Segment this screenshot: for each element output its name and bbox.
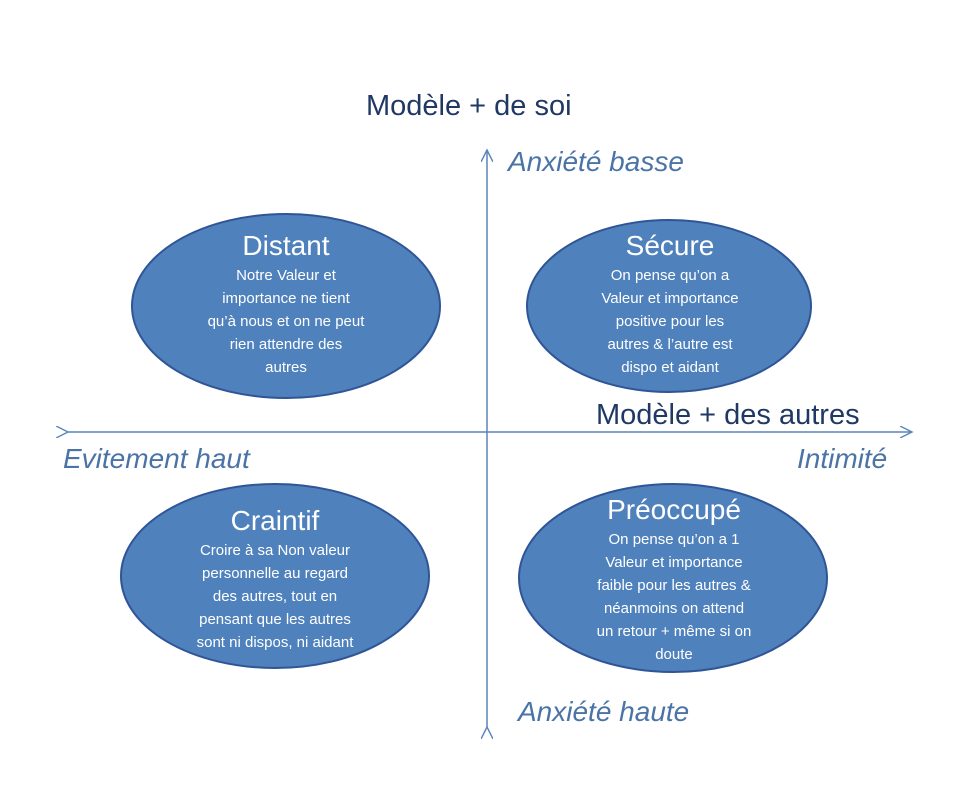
- ellipse-secure: [526, 219, 812, 393]
- quadrant-preoccupe: Préoccupé On pense qu’on a 1 Valeur et i…: [552, 494, 796, 666]
- quadrant-title: Craintif: [230, 505, 320, 536]
- description-line: positive pour les: [615, 313, 725, 330]
- description-line: Valeur et importance: [605, 554, 743, 571]
- quadrant-description: Croire à sa Non valeur personnelle au re…: [197, 539, 354, 654]
- quadrant-description: Notre Valeur et importance ne tient qu’à…: [208, 264, 365, 379]
- description-line: un retour + même si on: [596, 623, 752, 640]
- description-line: autres & l’autre est: [607, 336, 733, 353]
- axis-label-intimacy: Intimité: [797, 443, 888, 474]
- description-line: On pense qu’on a: [610, 267, 730, 284]
- description-line: néanmoins on attend: [603, 600, 745, 617]
- quadrant-title: Distant: [242, 230, 330, 261]
- quadrant-craintif: Craintif Croire à sa Non valeur personne…: [168, 505, 382, 654]
- axis-label-anxiety-low: Anxiété basse: [508, 146, 684, 177]
- description-line: Croire à sa Non valeur: [199, 542, 351, 559]
- description-line: faible pour les autres &: [597, 577, 751, 594]
- description-line: rien attendre des: [229, 336, 343, 353]
- ellipse-distant: [131, 213, 441, 399]
- quadrant-description: On pense qu’on a Valeur et importance po…: [601, 264, 738, 379]
- description-line: qu’à nous et on ne peut: [207, 313, 365, 330]
- axis-title-right: Modèle + des autres: [596, 399, 860, 431]
- description-line: On pense qu’on a 1: [608, 531, 740, 548]
- description-line: pensant que les autres: [199, 611, 351, 628]
- description-line: personnelle au regard: [202, 565, 348, 582]
- description-line: Notre Valeur et: [236, 267, 336, 284]
- description-line: des autres, tout en: [212, 588, 338, 605]
- ellipse-craintif: [120, 483, 430, 669]
- description-line: autres: [265, 359, 307, 376]
- description-line: dispo et aidant: [621, 359, 719, 376]
- quadrant-secure: Sécure On pense qu’on a Valeur et import…: [560, 230, 780, 379]
- description-line: doute: [655, 646, 693, 663]
- ellipse-preoccupe: [518, 483, 828, 673]
- quadrant-description: On pense qu’on a 1 Valeur et importance …: [597, 528, 752, 666]
- quadrant-distant: Distant Notre Valeur et importance ne ti…: [170, 230, 402, 379]
- axis-title-top: Modèle + de soi: [366, 90, 572, 122]
- axis-label-avoidance-high: Evitement haut: [63, 443, 250, 474]
- description-line: Valeur et importance: [601, 290, 739, 307]
- quadrant-title: Préoccupé: [607, 494, 741, 525]
- axis-label-anxiety-high: Anxiété haute: [518, 696, 690, 727]
- quadrant-title: Sécure: [625, 230, 715, 261]
- description-line: sont ni dispos, ni aidant: [196, 634, 354, 651]
- description-line: importance ne tient: [222, 290, 350, 307]
